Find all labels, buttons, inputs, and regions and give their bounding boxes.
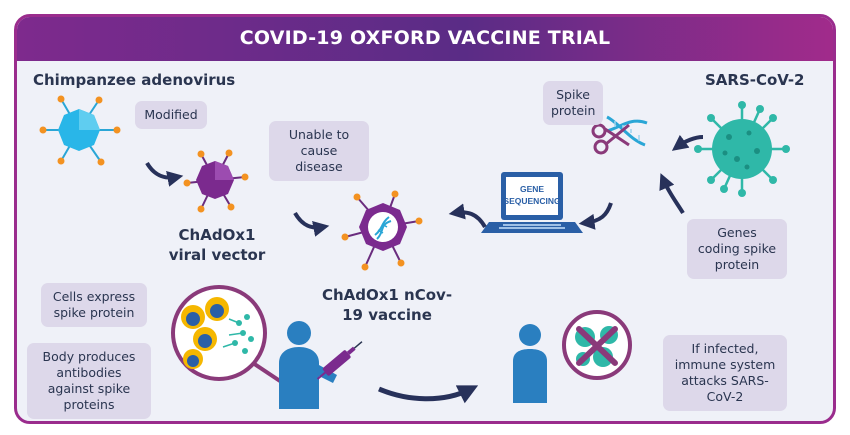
note-if-infected: If infected, immune system attacks SARS-… xyxy=(663,335,787,411)
cell-magnifier-icon xyxy=(171,285,285,385)
label-chimpanzee-adenovirus: Chimpanzee adenovirus xyxy=(33,71,236,89)
syringe-icon xyxy=(316,341,363,380)
page-title: COVID-19 OXFORD VACCINE TRIAL xyxy=(239,27,611,49)
note-genes-coding-spike-protein: Genes coding spike protein xyxy=(687,219,787,279)
arrow-icon xyxy=(145,134,704,237)
label-chadox1-vaccine: ChAdOx1 nCov-19 vaccine xyxy=(321,286,453,324)
laptop-icon xyxy=(481,172,583,233)
blocked-virus-icon xyxy=(562,310,632,380)
viral-vector-icon xyxy=(183,149,249,213)
note-spike-protein: Spike protein xyxy=(543,81,603,125)
note-modified: Modified xyxy=(135,101,207,129)
arrow-icon xyxy=(378,385,479,404)
laptop-screen-line-2: SEQUENCING xyxy=(503,196,561,206)
note-cells-express-spike-protein: Cells express spike protein xyxy=(41,283,147,327)
person-protected-icon xyxy=(513,324,547,403)
note-unable-to-cause-disease: Unable to cause disease xyxy=(269,121,369,181)
coronavirus-icon xyxy=(694,101,790,197)
scissors-dna-icon xyxy=(591,115,648,155)
diagram-graphics: GENE SEQUENCING xyxy=(39,95,790,409)
header-banner: COVID-19 OXFORD VACCINE TRIAL xyxy=(17,17,833,61)
label-sars-cov-2: SARS-CoV-2 xyxy=(705,71,805,89)
infographic-frame: COVID-19 OXFORD VACCINE TRIAL xyxy=(14,14,836,424)
vaccine-particle-icon xyxy=(341,190,423,271)
label-chadox1-viral-vector: ChAdOx1 viral vector xyxy=(168,226,266,264)
laptop-screen-line-1: GENE xyxy=(520,184,544,194)
adenovirus-icon xyxy=(39,95,121,166)
note-body-produces-antibodies: Body produces antibodies against spike p… xyxy=(27,343,151,419)
